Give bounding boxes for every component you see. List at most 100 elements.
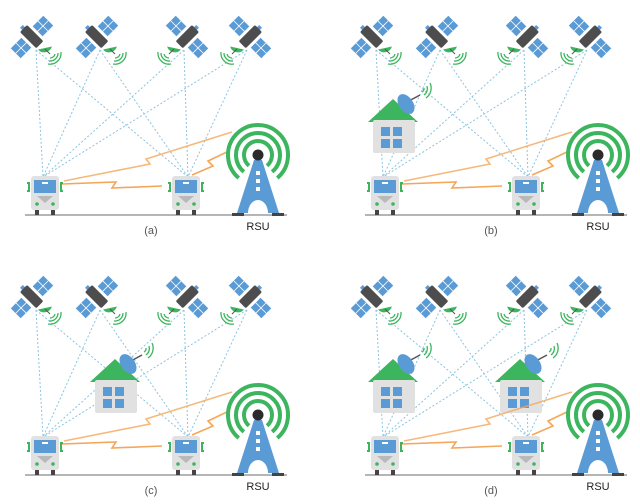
rsu-tower-window (596, 179, 600, 183)
rsu-tower-icon (577, 420, 619, 473)
rsu-antenna-dot (252, 149, 264, 161)
gnss-link-sat4-vehicle2 (527, 49, 588, 178)
gnss-link-sat4-vehicle2 (187, 49, 248, 178)
rsu-signal-ring (242, 399, 274, 428)
rsu-signal-ring (566, 383, 630, 440)
panel-label: (c) (145, 485, 158, 497)
satellite-icon (409, 9, 467, 65)
v2i-link-vehicle2 (191, 410, 230, 436)
rsu-foot (232, 473, 244, 476)
gnss-link-sat4-vehicle1 (382, 309, 588, 438)
satellite-icon (497, 9, 555, 65)
rsu-signal-ring (566, 123, 630, 180)
rsu-signal-ring (234, 391, 282, 434)
satellite-icon (409, 269, 467, 325)
gnss-link-sat1-vehicle2 (375, 309, 529, 438)
rsu-tower-window (256, 447, 260, 451)
rsu-tower-window (256, 179, 260, 183)
gnss-link-sat1-vehicle2 (35, 49, 189, 178)
house-with-dish-icon (89, 342, 155, 414)
v2i-link-vehicle1 (63, 391, 233, 442)
rsu-antenna-dot (592, 149, 604, 161)
rsu-tower-icon (237, 420, 279, 473)
rsu-antenna-dot (252, 409, 264, 421)
v2i-link-vehicle1 (403, 131, 573, 182)
rsu-tower-window (596, 439, 600, 443)
satellite-icon (220, 269, 278, 325)
v2i-link-vehicle1 (63, 131, 233, 182)
gnss-link-sat2-vehicle2 (99, 49, 189, 178)
gnss-link-sat2-vehicle2 (99, 309, 189, 438)
house-with-dish-icon (494, 342, 560, 414)
vehicle-icon (167, 175, 205, 216)
rsu-label: RSU (246, 221, 269, 233)
gnss-link-sat4-vehicle2 (527, 309, 588, 438)
panel-b: RSU(b) (344, 9, 630, 237)
panel-label: (d) (484, 485, 497, 497)
satellite-icon (344, 9, 402, 65)
panel-label: (a) (144, 225, 157, 237)
satellite-icon (560, 269, 618, 325)
v2i-link-vehicle1 (403, 391, 573, 442)
v2i-link-vehicle2 (531, 410, 570, 436)
rsu-signal-ring (574, 131, 622, 174)
gnss-link-sat2-vehicle1 (42, 49, 101, 178)
gnss-link-sat1-vehicle1 (375, 49, 384, 178)
panel-a: RSU (a) (4, 9, 290, 237)
rsu-foot (612, 213, 624, 216)
panel-d: RSU (d) (344, 269, 630, 497)
gnss-link-sat1-vehicle1 (35, 309, 44, 438)
satellite-icon (344, 269, 402, 325)
satellite-icon (4, 269, 62, 325)
v2v-link (61, 181, 163, 189)
gnss-link-sat4-vehicle1 (42, 49, 248, 178)
satellite-icon (560, 9, 618, 65)
gnss-link-sat1-vehicle2 (375, 49, 529, 178)
v2v-link (401, 181, 503, 189)
gnss-link-sat2-vehicle2 (439, 309, 529, 438)
rsu-tower-window (256, 187, 260, 191)
vehicle-icon (26, 435, 64, 476)
rsu-label: RSU (586, 221, 609, 233)
rsu-foot (572, 473, 584, 476)
rsu-tower-window (596, 187, 600, 191)
satellite-icon (69, 9, 127, 65)
vehicle-icon (507, 175, 545, 216)
gnss-link-sat1-vehicle1 (375, 309, 384, 438)
satellite-icon (69, 269, 127, 325)
gnss-link-sat1-vehicle2 (35, 309, 189, 438)
satellite-icon (4, 9, 62, 65)
rsu-tower-window (256, 439, 260, 443)
gnss-link-sat2-vehicle1 (382, 49, 441, 178)
rsu-signal-ring (574, 391, 622, 434)
v2v-link (61, 441, 163, 449)
rsu-label: RSU (246, 481, 269, 493)
rsu-signal-ring (226, 383, 290, 440)
rsu-tower-icon (577, 160, 619, 213)
gnss-link-sat3-vehicle2 (183, 309, 189, 438)
gnss-link-sat3-vehicle2 (183, 49, 189, 178)
rsu-foot (272, 473, 284, 476)
gnss-link-sat3-vehicle2 (523, 309, 529, 438)
gnss-link-sat2-vehicle1 (42, 309, 101, 438)
panel-c: RSU (c) (4, 269, 290, 497)
rsu-label: RSU (586, 481, 609, 493)
rsu-signal-ring (242, 139, 274, 168)
gnss-link-sat2-vehicle2 (439, 49, 529, 178)
gnss-link-sat2-vehicle1 (382, 309, 441, 438)
rsu-tower-window (596, 431, 600, 435)
rsu-foot (572, 213, 584, 216)
gnss-link-sat3-vehicle1 (42, 49, 185, 178)
rsu-tower-window (596, 171, 600, 175)
satellite-icon (157, 9, 215, 65)
satellite-icon (220, 9, 278, 65)
gnss-link-sat1-vehicle1 (35, 49, 44, 178)
vehicle-icon (366, 435, 404, 476)
gnss-link-sat4-vehicle1 (382, 49, 588, 178)
rsu-signal-ring (582, 139, 614, 168)
gnss-link-sat4-vehicle2 (187, 309, 248, 438)
rsu-signal-ring (226, 123, 290, 180)
rsu-tower-window (256, 431, 260, 435)
vehicle-icon (167, 435, 205, 476)
